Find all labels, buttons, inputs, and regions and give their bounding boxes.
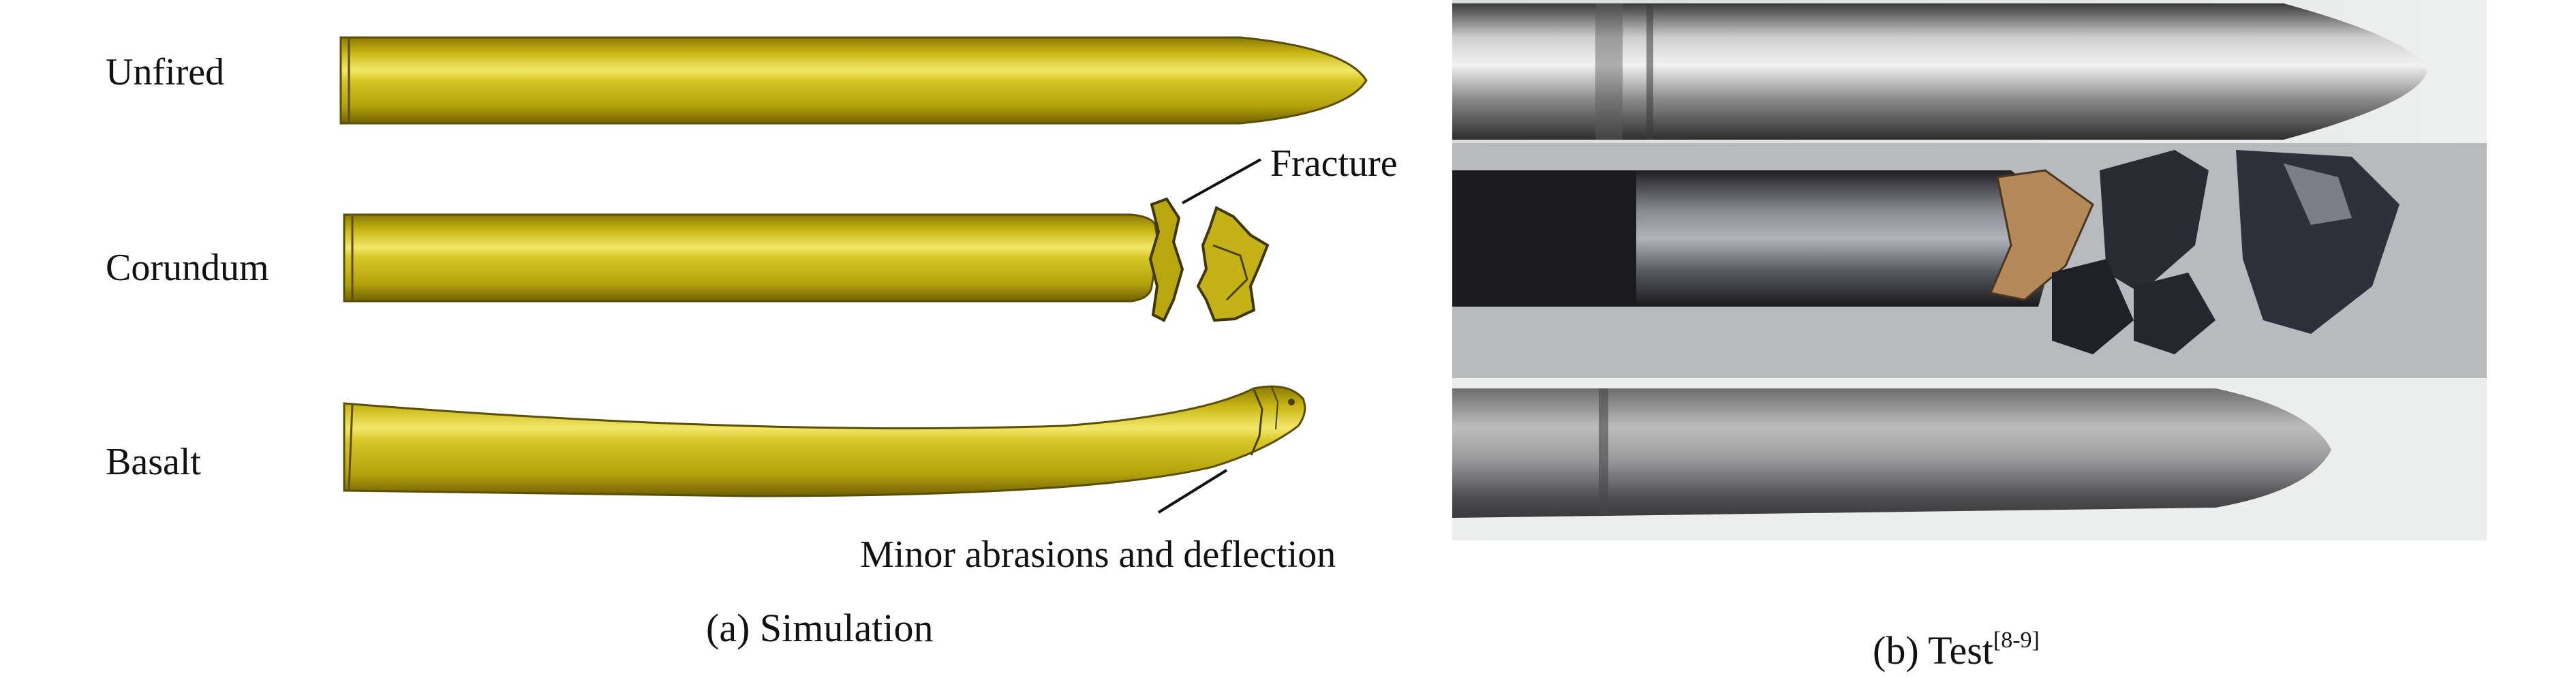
fracture-annotation: Fracture	[1270, 142, 1398, 185]
simulation-caption: (a) Simulation	[706, 606, 934, 650]
row-label-basalt: Basalt	[106, 441, 201, 483]
projectile-unfired	[339, 36, 1368, 125]
fracture-fragment-detached	[1196, 206, 1270, 322]
test-caption: (b) Test[8-9]	[1873, 629, 2040, 671]
test-photo	[1452, 0, 2487, 540]
abrasion-leader-line	[1157, 469, 1228, 514]
test-photo-drawing	[1452, 0, 2487, 540]
test-caption-text: (b) Test	[1873, 628, 1993, 673]
test-caption-reference: [8-9]	[1993, 628, 2040, 653]
projectile-corundum	[343, 197, 1270, 322]
row-label-corundum: Corundum	[106, 247, 269, 289]
abrasion-annotation: Minor abrasions and deflection	[860, 534, 1336, 576]
row-label-unfired: Unfired	[106, 51, 225, 93]
simulation-drawing	[339, 36, 1368, 514]
fracture-leader-line	[1182, 158, 1261, 204]
fracture-fragment-front	[1148, 197, 1184, 322]
projectile-basalt	[343, 385, 1306, 497]
